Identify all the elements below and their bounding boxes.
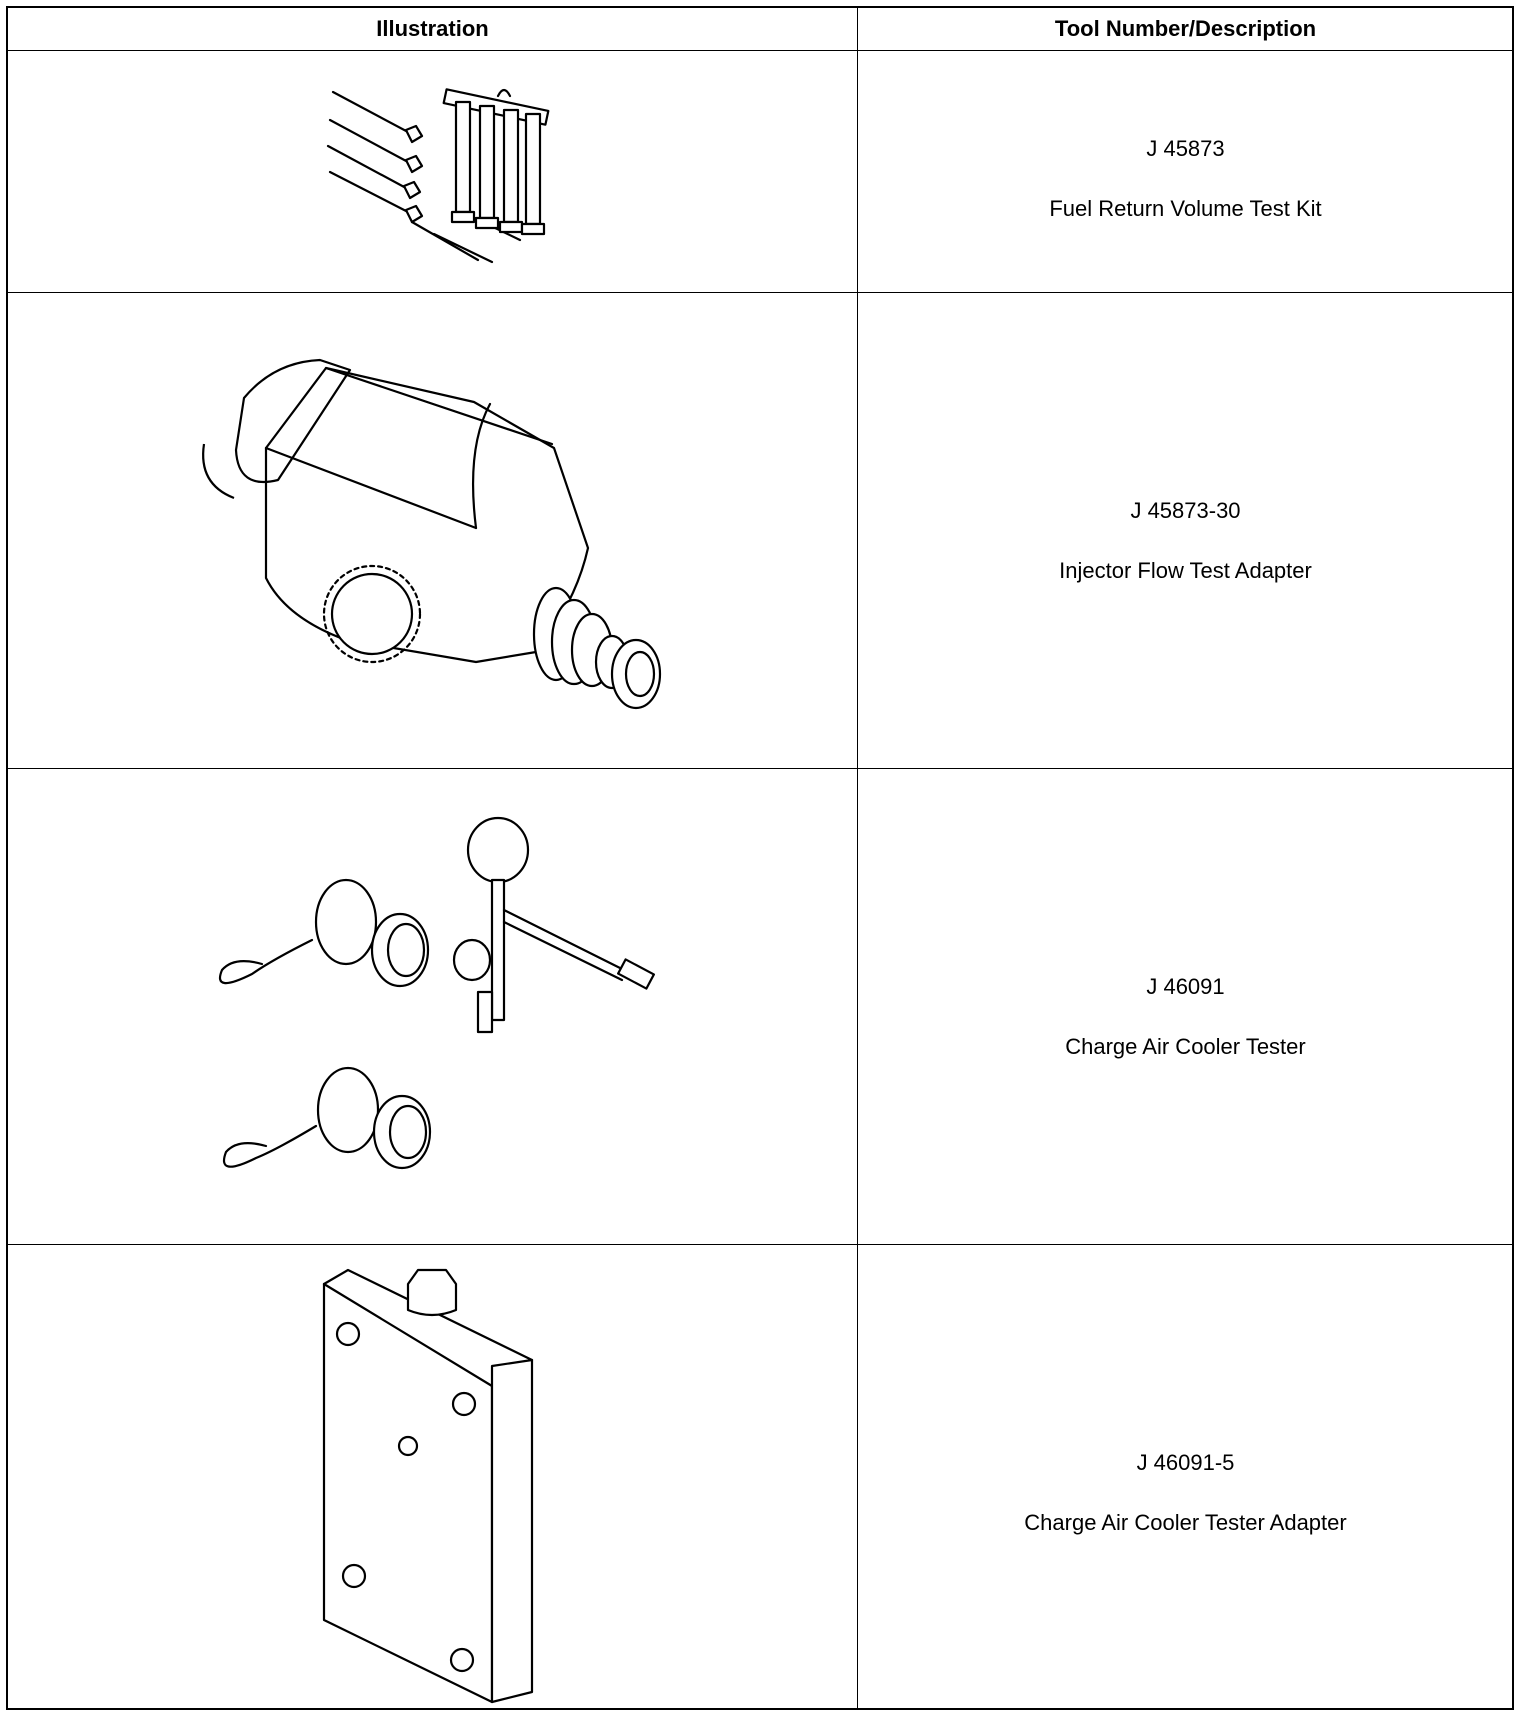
tool-number: J 46091 [1146, 974, 1225, 999]
tool-description: Charge Air Cooler Tester Adapter [1024, 1510, 1347, 1535]
tool-description: Fuel Return Volume Test Kit [1049, 196, 1322, 221]
tool-info: J 46091 Charge Air Cooler Tester [859, 974, 1512, 1060]
tool-info: J 45873 Fuel Return Volume Test Kit [859, 136, 1512, 222]
injector-flow-test-adapter-icon [202, 358, 662, 710]
tool-info: J 46091-5 Charge Air Cooler Tester Adapt… [859, 1450, 1512, 1536]
illustration-cell [8, 770, 857, 1244]
row-divider [8, 292, 1512, 293]
column-divider [857, 8, 858, 1708]
charge-air-cooler-tester-icon [219, 816, 655, 1170]
header-tool-number-description: Tool Number/Description [1054, 16, 1317, 41]
tool-description: Injector Flow Test Adapter [1059, 558, 1312, 583]
tool-number: J 46091-5 [1136, 1450, 1235, 1475]
header-divider [8, 50, 1512, 51]
tool-number: J 45873 [1146, 136, 1225, 161]
illustration-cell [8, 1246, 857, 1712]
illustration-cell [8, 294, 857, 768]
tool-info: J 45873-30 Injector Flow Test Adapter [859, 498, 1512, 584]
illustration-cell [8, 52, 857, 292]
row-divider [8, 1244, 1512, 1245]
tool-description: Charge Air Cooler Tester [1065, 1034, 1306, 1059]
tools-table: Illustration Tool Number/Description [6, 6, 1514, 1710]
tool-number: J 45873-30 [1130, 498, 1241, 523]
header-illustration: Illustration [376, 16, 489, 41]
row-divider [8, 768, 1512, 769]
fuel-return-volume-test-kit-icon [326, 88, 550, 264]
charge-air-cooler-tester-adapter-icon [322, 1268, 534, 1704]
